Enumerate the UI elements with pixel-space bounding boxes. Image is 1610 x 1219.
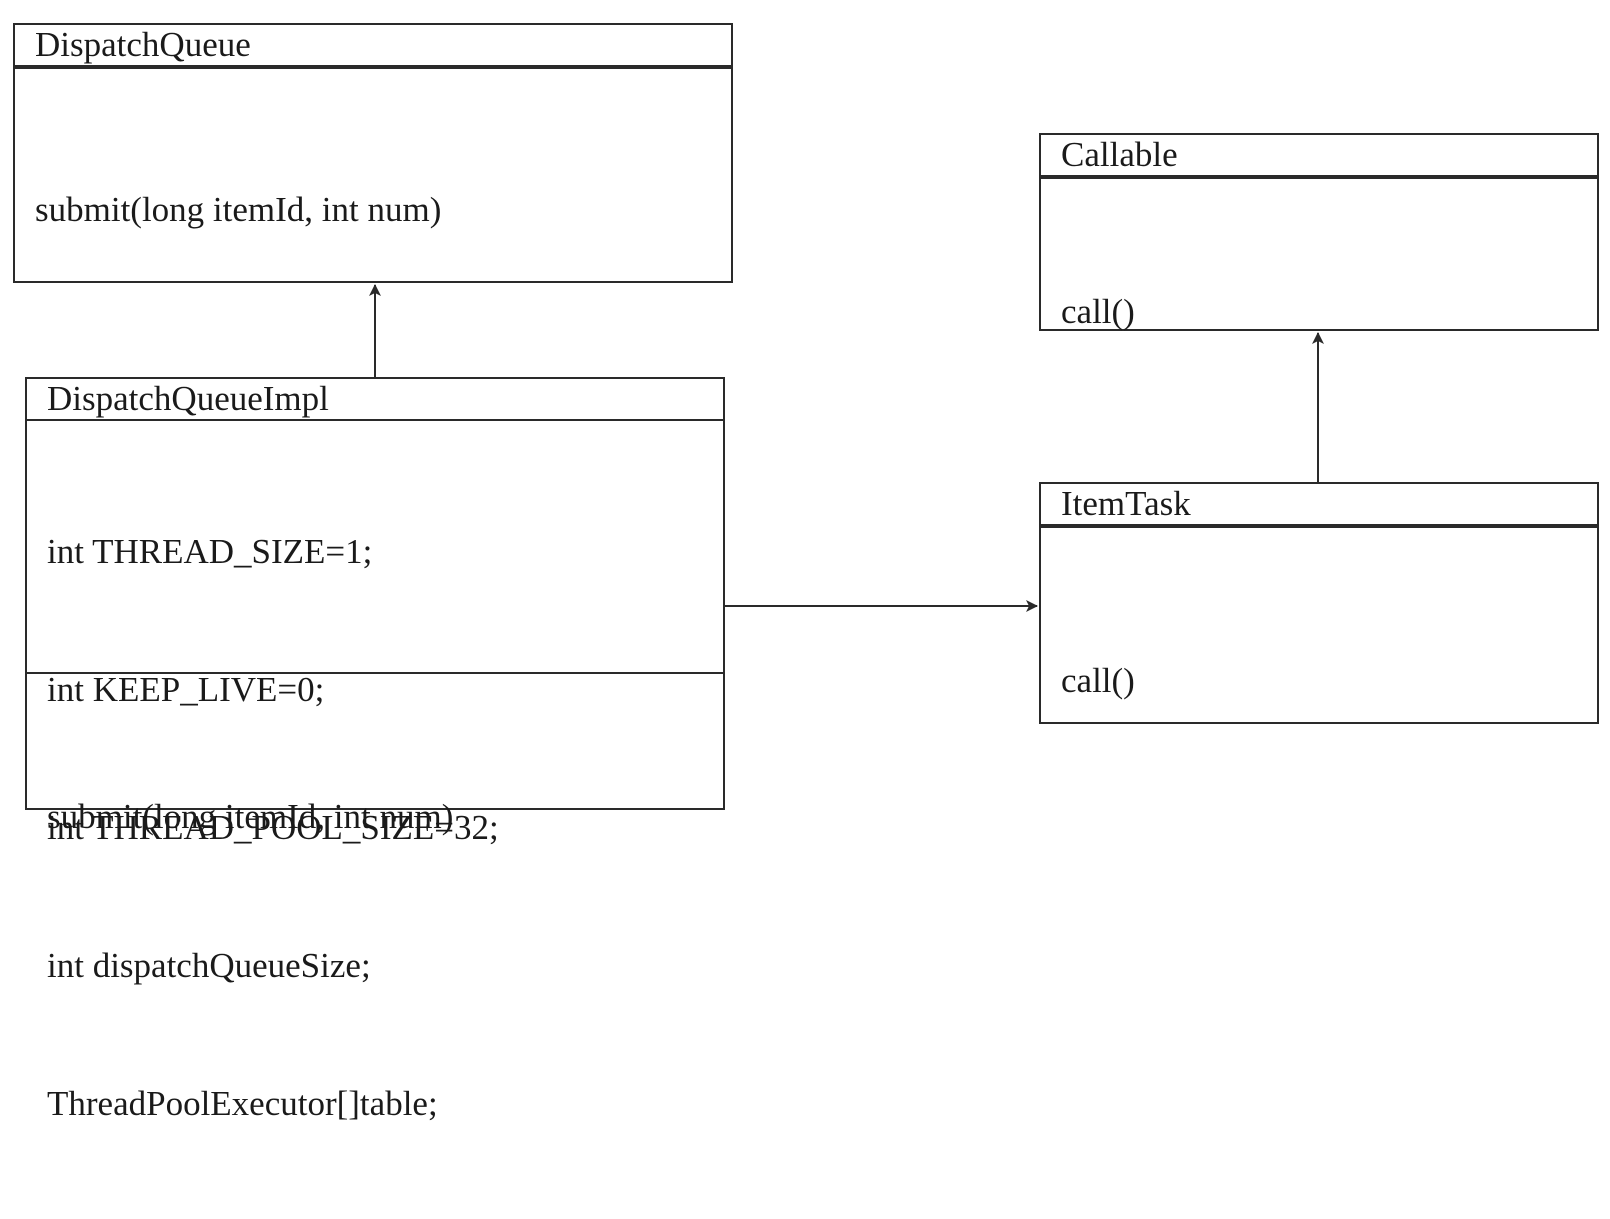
- class-dispatchqueue[interactable]: DispatchQueue submit(long itemId, int nu…: [13, 23, 733, 283]
- method-item: call(): [1061, 661, 1135, 700]
- class-name: Callable: [1061, 135, 1178, 174]
- method-item: submit(long itemId, int num): [35, 190, 442, 229]
- attribute-item: int dispatchQueueSize;: [47, 946, 371, 985]
- attributes-section: [1041, 524, 1597, 526]
- attribute-item: ThreadPoolExecutor[]table;: [47, 1084, 438, 1123]
- attributes-section: [1041, 175, 1597, 177]
- attributes-section: int THREAD_SIZE=1; int KEEP_LIVE=0; int …: [27, 419, 723, 1123]
- methods-section: call(): [1041, 526, 1597, 796]
- methods-section: submit(long itemId, int num): [15, 67, 731, 325]
- class-callable[interactable]: Callable call(): [1039, 133, 1599, 331]
- class-name: DispatchQueueImpl: [47, 379, 329, 418]
- methods-section: submit(long itemId, int num): [27, 672, 723, 932]
- attributes-section: [15, 65, 731, 67]
- methods-section: call(): [1041, 177, 1597, 427]
- class-name: ItemTask: [1061, 484, 1191, 523]
- class-itemtask[interactable]: ItemTask call(): [1039, 482, 1599, 724]
- method-item: submit(long itemId, int num): [47, 797, 454, 836]
- attribute-item: int KEEP_LIVE=0;: [47, 670, 325, 709]
- class-dispatchqueueimpl[interactable]: DispatchQueueImpl int THREAD_SIZE=1; int…: [25, 377, 725, 1123]
- attribute-item: int THREAD_SIZE=1;: [47, 532, 373, 571]
- class-name: DispatchQueue: [35, 25, 251, 64]
- method-item: call(): [1061, 292, 1135, 331]
